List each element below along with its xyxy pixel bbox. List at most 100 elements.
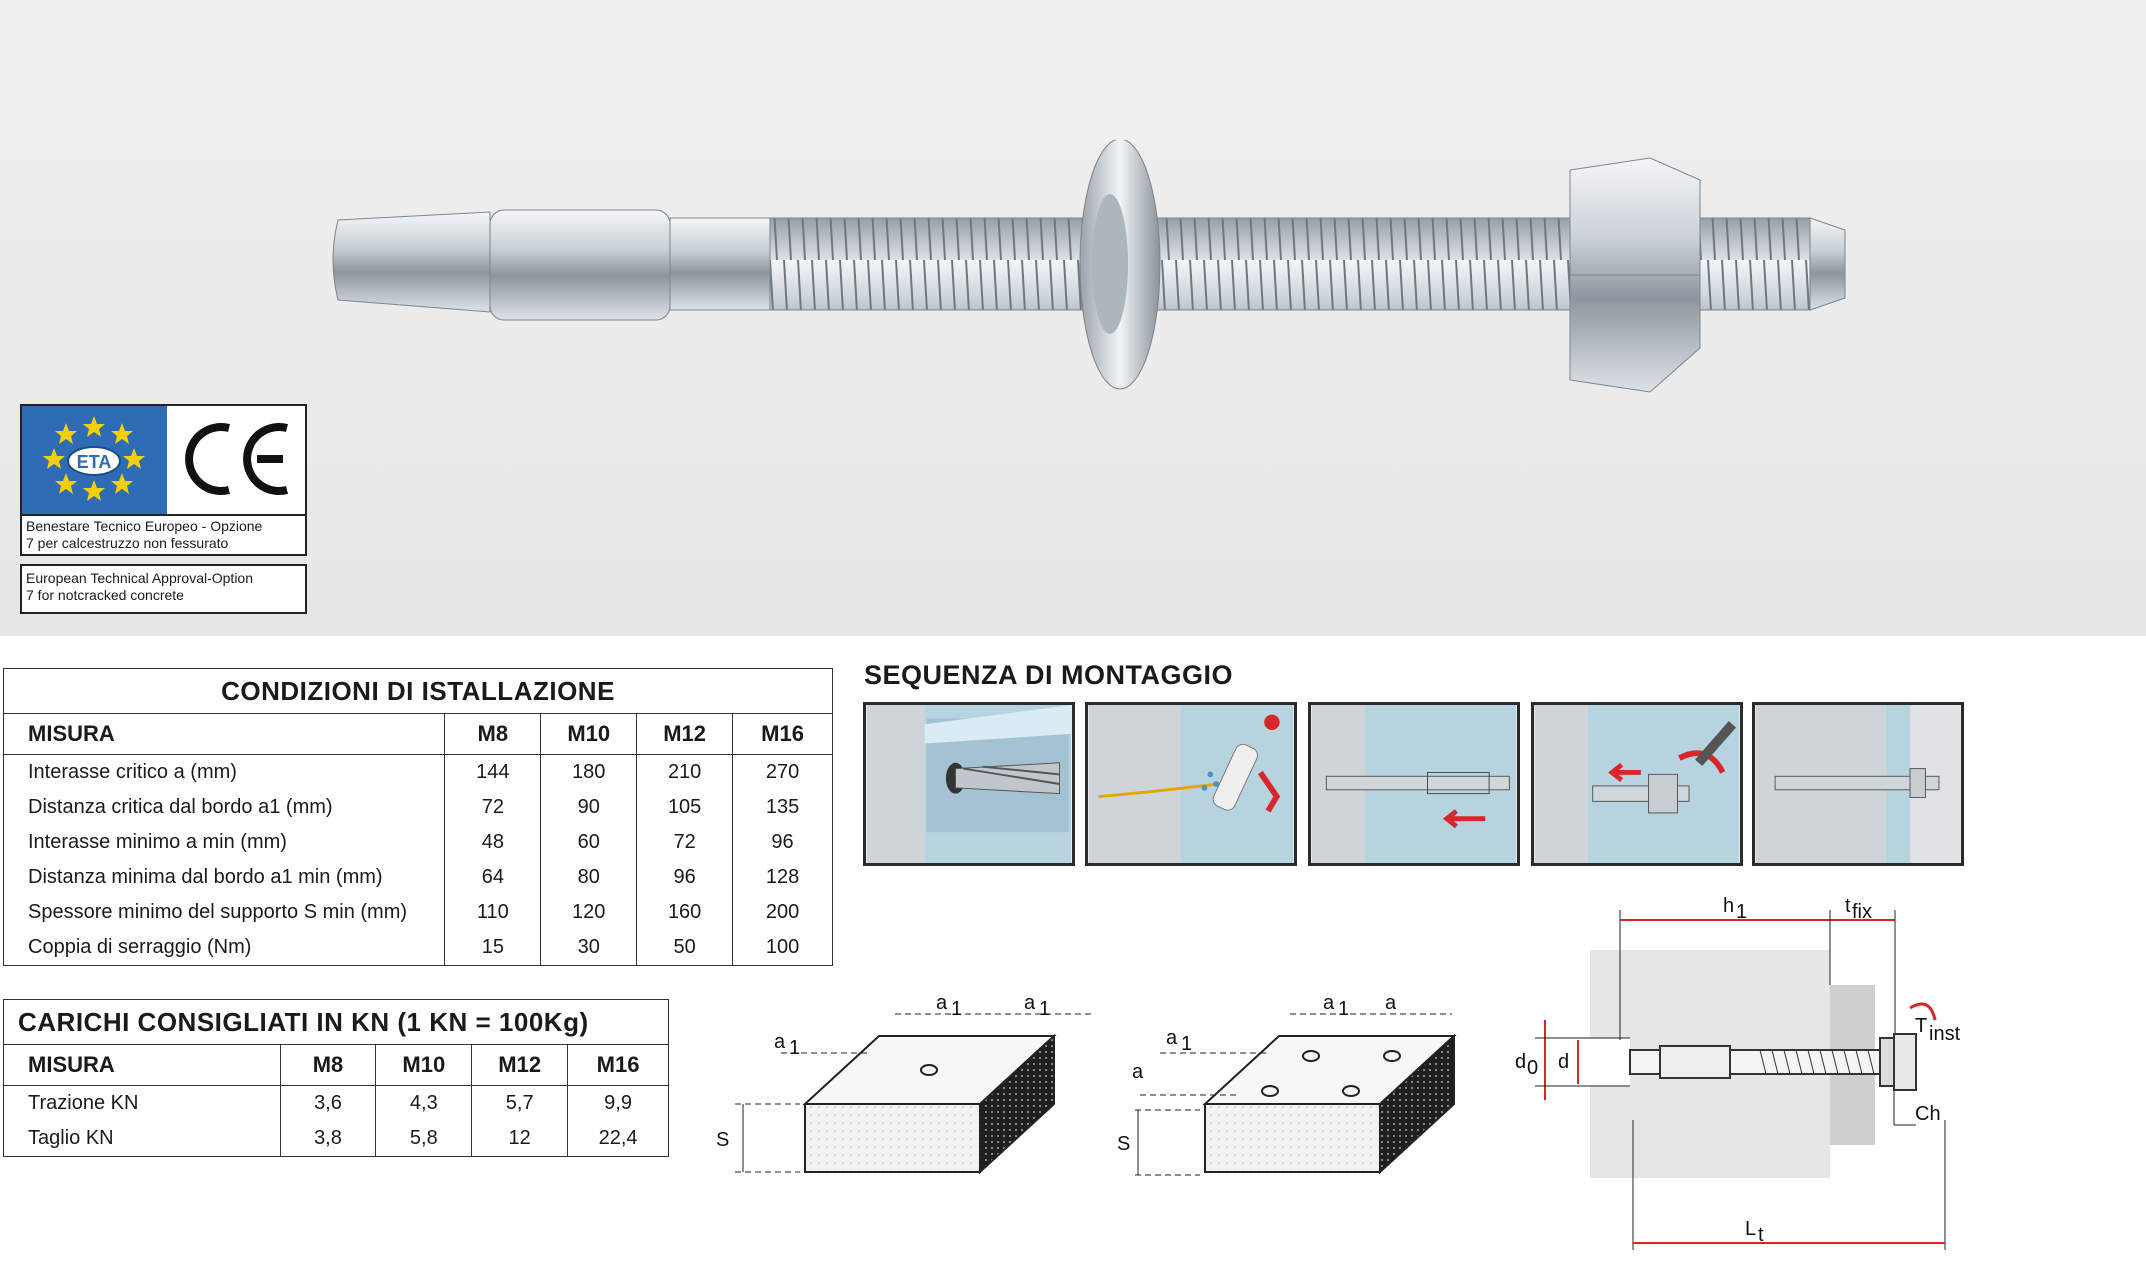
anchor-section-diagram: h 1 t fix T inst d 0 d Ch L t	[1515, 895, 1961, 1250]
table-cell: 144	[444, 754, 542, 790]
table-cell: 9,9	[567, 1085, 669, 1121]
row-label: Distanza minima dal bordo a1 min (mm)	[2, 860, 446, 895]
a1-label: a	[1323, 992, 1335, 1014]
table-cell: 105	[636, 790, 734, 825]
loads-table-header: MISURA M8 M10 M12 M16	[3, 1044, 669, 1086]
cert-text-english: European Technical Approval-Option 7 for…	[26, 570, 253, 604]
eta-logo-text: ETA	[77, 452, 112, 472]
a1-label: a	[1166, 1027, 1178, 1049]
table-cell: 60	[540, 825, 638, 860]
table-cell: 90	[540, 790, 638, 825]
header-cell: M16	[732, 713, 833, 755]
loads-table-title: CARICHI CONSIGLIATI IN KN (1 KN = 100Kg)	[3, 999, 669, 1045]
table-cell: 15	[444, 930, 542, 966]
row-label: Interasse minimo a min (mm)	[2, 825, 446, 860]
s-label: S	[1117, 1133, 1130, 1155]
sequence-step-clean-icon	[1085, 702, 1297, 866]
installation-conditions-table: CONDIZIONI DI ISTALLAZIONE MISURA M8 M10…	[2, 668, 833, 966]
installation-table-title: CONDIZIONI DI ISTALLAZIONE	[3, 668, 833, 714]
recommended-loads-table: CARICHI CONSIGLIATI IN KN (1 KN = 100Kg)…	[3, 999, 669, 1157]
table-cell: 72	[444, 790, 542, 825]
eta-stars-icon: ETA	[43, 416, 145, 501]
table-cell: 160	[636, 895, 734, 930]
table-cell: 64	[444, 860, 542, 895]
table-cell: 80	[540, 860, 638, 895]
cert-line-2-it: 7 per calcestruzzo non fessurato	[26, 535, 229, 551]
header-cell: M10	[375, 1044, 473, 1086]
table-cell: 12	[471, 1121, 569, 1157]
eta-certification-english-box: European Technical Approval-Option 7 for…	[20, 564, 307, 614]
table-cell: 210	[636, 754, 734, 790]
a1-subscript: 1	[1039, 998, 1050, 1020]
a-label: a	[1385, 992, 1397, 1014]
table-row: Distanza minima dal bordo a1 min (mm) 64…	[2, 860, 833, 895]
d-label: d	[1558, 1051, 1569, 1073]
cert-line-1-en: European Technical Approval-Option	[26, 570, 254, 586]
table-row: Interasse critico a (mm) 144 180 210 270	[2, 754, 833, 790]
table-cell: 50	[636, 930, 734, 966]
table-cell: 100	[732, 930, 833, 966]
table-cell: 3,8	[279, 1121, 377, 1157]
a1-subscript: 1	[1338, 998, 1349, 1020]
table-cell: 180	[540, 754, 638, 790]
header-cell: M8	[279, 1044, 377, 1086]
table-row: Coppia di serraggio (Nm) 15 30 50 100	[2, 930, 833, 966]
installation-table-header: MISURA M8 M10 M12 M16	[2, 713, 833, 755]
tinst-subscript: inst	[1929, 1023, 1961, 1045]
eta-logo: ETA	[22, 406, 167, 514]
tfix-subscript: fix	[1852, 901, 1872, 923]
d0-label: d	[1515, 1051, 1526, 1073]
h1-label: h	[1723, 895, 1734, 917]
header-cell: M10	[540, 713, 638, 755]
table-row: Interasse minimo a min (mm) 48 60 72 96	[2, 825, 833, 860]
a-label: a	[1132, 1061, 1144, 1083]
row-label: Taglio KN	[3, 1121, 281, 1157]
table-cell: 110	[444, 895, 542, 930]
table-cell: 3,6	[279, 1085, 377, 1121]
ce-mark-icon	[169, 406, 305, 514]
cert-line-2-en: 7 for notcracked concrete	[26, 587, 184, 603]
header-cell: M12	[636, 713, 734, 755]
table-cell: 270	[732, 754, 833, 790]
ch-label: Ch	[1915, 1103, 1941, 1125]
table-cell: 128	[732, 860, 833, 895]
edge-distance-block-diagram: a 1 a 1 a 1 S	[716, 992, 1095, 1175]
table-row: Trazione KN 3,6 4,3 5,7 9,9	[3, 1085, 669, 1121]
a1-label: a	[774, 1031, 786, 1053]
row-label: Distanza critica dal bordo a1 (mm)	[2, 790, 446, 825]
eta-certification-box: ETA Benestare Tecnico Europeo - Opzione …	[20, 404, 307, 556]
s-label: S	[716, 1129, 729, 1151]
table-cell: 72	[636, 825, 734, 860]
sequence-step-insert-icon	[1308, 702, 1520, 866]
a1-subscript: 1	[789, 1037, 800, 1059]
table-cell: 22,4	[567, 1121, 669, 1157]
lt-subscript: t	[1758, 1224, 1764, 1246]
cert-line-1-it: Benestare Tecnico Europeo - Opzione	[26, 518, 263, 534]
cert-logos: ETA	[22, 406, 305, 516]
table-cell: 135	[732, 790, 833, 825]
table-cell: 200	[732, 895, 833, 930]
row-label: Coppia di serraggio (Nm)	[2, 930, 446, 966]
tfix-label: t	[1845, 895, 1851, 917]
sequence-step-tighten-icon	[1531, 702, 1743, 866]
table-cell: 120	[540, 895, 638, 930]
a1-subscript: 1	[1181, 1033, 1192, 1055]
table-row: Taglio KN 3,8 5,8 12 22,4	[3, 1121, 669, 1157]
sequence-step-drill-icon	[863, 702, 1075, 866]
assembly-sequence-title: SEQUENZA DI MONTAGGIO	[864, 660, 1234, 690]
header-cell: M12	[471, 1044, 569, 1086]
header-cell: M16	[567, 1044, 669, 1086]
table-cell: 30	[540, 930, 638, 966]
tinst-label: T	[1915, 1015, 1927, 1037]
table-row: Distanza critica dal bordo a1 (mm) 72 90…	[2, 790, 833, 825]
cert-text-italian: Benestare Tecnico Europeo - Opzione 7 pe…	[26, 518, 262, 552]
row-label: Spessore minimo del supporto S min (mm)	[2, 895, 446, 930]
h1-subscript: 1	[1736, 901, 1747, 923]
spacing-block-diagram: a 1 a a 1 a S	[1117, 992, 1457, 1176]
product-photo-area: ETA Benestare Tecnico Europeo - Opzione …	[0, 0, 2146, 636]
table-cell: 5,8	[375, 1121, 473, 1157]
table-cell: 5,7	[471, 1085, 569, 1121]
table-cell: 4,3	[375, 1085, 473, 1121]
row-label: Interasse critico a (mm)	[2, 754, 446, 790]
a1-subscript: 1	[951, 998, 962, 1020]
